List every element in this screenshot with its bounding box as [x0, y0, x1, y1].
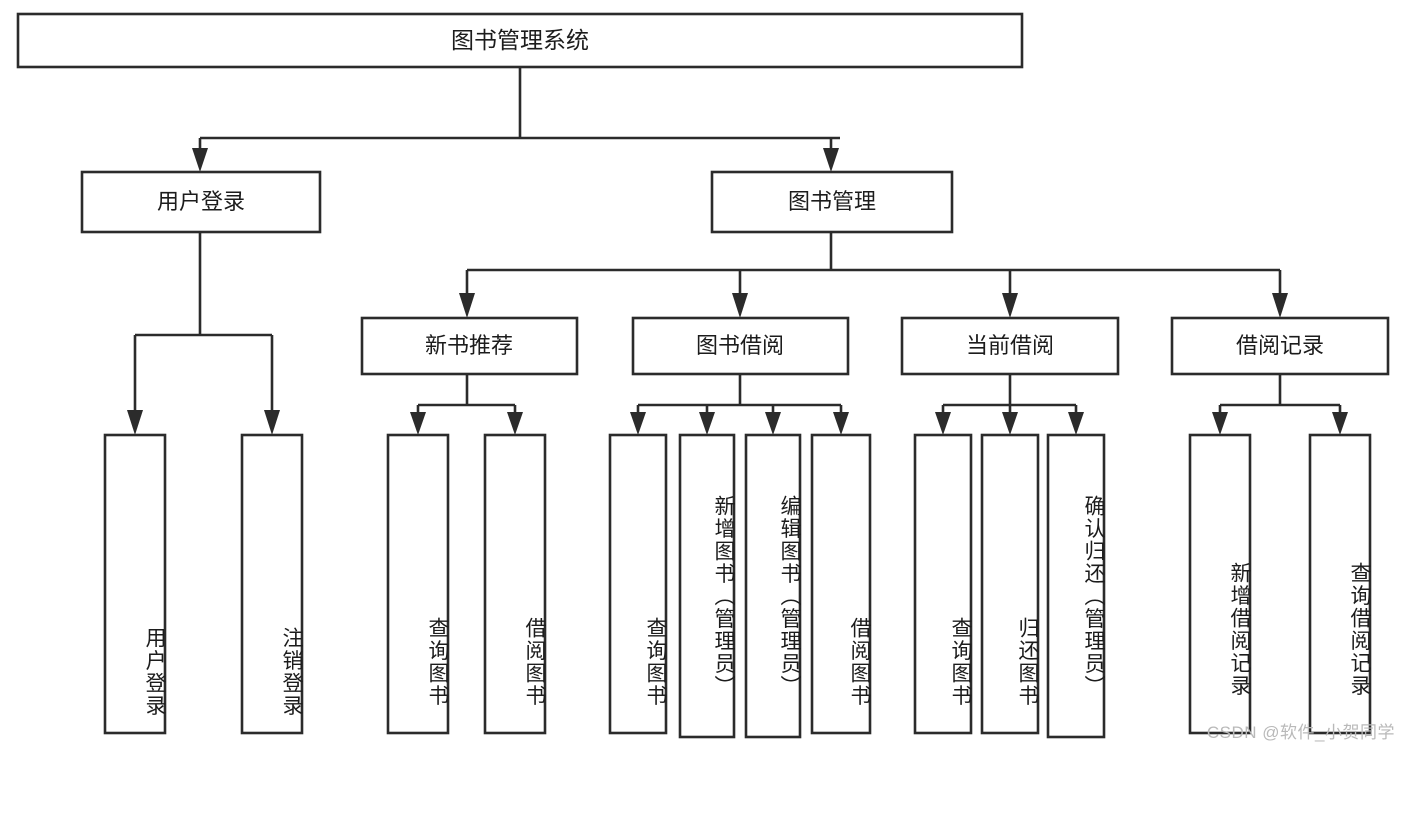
arrow-head-leaf-query-book-3: [935, 412, 951, 435]
arrow-head-leaf-edit-book-admin: [765, 412, 781, 435]
node-root-label: 图书管理系统: [451, 27, 589, 53]
connector-group-book-manage: [459, 232, 1288, 318]
arrow-head-current-borrow: [1002, 293, 1018, 318]
leaf-box-edit-book-admin[interactable]: [744, 433, 802, 739]
node-book-manage-label: 图书管理: [788, 189, 876, 214]
leaf-box-query-book-1[interactable]: [386, 433, 450, 735]
leaf-box-add-borrow-record[interactable]: [1188, 433, 1252, 735]
arrow-head-leaf-query-book-1: [410, 412, 426, 435]
arrow-head-leaf-return-book: [1002, 412, 1018, 435]
connector-group-current-borrow: [935, 374, 1084, 435]
leaf-box-query-book-2[interactable]: [608, 433, 668, 735]
arrow-head-leaf-query-borrow-record: [1332, 412, 1348, 435]
node-user-login-box[interactable]: [80, 170, 322, 234]
node-book-borrow-box[interactable]: [631, 316, 850, 376]
arrow-head-book-borrow: [732, 293, 748, 318]
leaf-boxes-group: [103, 433, 1372, 739]
node-root-box[interactable]: [16, 12, 1024, 69]
leaf-box-query-book-3[interactable]: [913, 433, 973, 735]
leaf-box-confirm-return-admin[interactable]: [1046, 433, 1106, 739]
connector-group-user-login: [127, 232, 280, 435]
connector-group-new-book-recommend: [410, 374, 523, 435]
leaf-box-query-borrow-record[interactable]: [1308, 433, 1372, 735]
node-current-borrow-box[interactable]: [900, 316, 1120, 376]
arrow-head-book-manage: [823, 148, 839, 172]
connector-group-book-borrow: [630, 374, 849, 435]
node-root[interactable]: 图书管理系统: [16, 12, 1024, 69]
hierarchy-diagram-svg: 图书管理系统 用户登录 图书管理 新书推荐 图书借阅 当前借阅 借阅记录: [16, 12, 1390, 739]
node-user-login-label: 用户登录: [157, 189, 245, 214]
node-book-manage[interactable]: 图书管理: [710, 170, 954, 234]
arrow-head-leaf-user-login: [127, 410, 143, 435]
node-borrow-record[interactable]: 借阅记录: [1170, 316, 1390, 376]
node-user-login[interactable]: 用户登录: [80, 170, 322, 234]
node-book-borrow[interactable]: 图书借阅: [631, 316, 850, 376]
leaf-box-logout[interactable]: [240, 433, 304, 735]
node-new-book-recommend[interactable]: 新书推荐: [360, 316, 579, 376]
node-current-borrow[interactable]: 当前借阅: [900, 316, 1120, 376]
arrow-head-leaf-query-book-2: [630, 412, 646, 435]
arrow-head-borrow-record: [1272, 293, 1288, 318]
node-current-borrow-label: 当前借阅: [966, 333, 1054, 358]
arrow-head-new-book-recommend: [459, 293, 475, 318]
connector-group-borrow-record: [1212, 374, 1348, 435]
arrow-head-leaf-borrow-book-1: [507, 412, 523, 435]
leaf-box-borrow-book-2[interactable]: [810, 433, 872, 735]
node-borrow-record-label: 借阅记录: [1236, 333, 1324, 358]
leaf-box-borrow-book-1[interactable]: [483, 433, 547, 735]
watermark-text: CSDN @软件_小贺同学: [1206, 723, 1395, 742]
node-new-book-recommend-label: 新书推荐: [425, 333, 513, 358]
arrow-head-leaf-borrow-book-2: [833, 412, 849, 435]
arrow-head-leaf-add-borrow-record: [1212, 412, 1228, 435]
leaf-box-add-book-admin[interactable]: [678, 433, 736, 739]
node-book-manage-box[interactable]: [710, 170, 954, 234]
node-new-book-recommend-box[interactable]: [360, 316, 579, 376]
arrow-head-leaf-logout: [264, 410, 280, 435]
arrow-head-user-login: [192, 148, 208, 172]
diagram-canvas: 图书管理系统 用户登录 图书管理 新书推荐 图书借阅 当前借阅 借阅记录: [16, 12, 1395, 742]
arrow-head-leaf-add-book-admin: [699, 412, 715, 435]
leaf-box-return-book[interactable]: [980, 433, 1040, 735]
connector-group-root: [192, 67, 840, 172]
arrow-head-leaf-confirm-return-admin: [1068, 412, 1084, 435]
leaf-box-user-login[interactable]: [103, 433, 167, 735]
node-book-borrow-label: 图书借阅: [696, 333, 784, 358]
node-borrow-record-box[interactable]: [1170, 316, 1390, 376]
